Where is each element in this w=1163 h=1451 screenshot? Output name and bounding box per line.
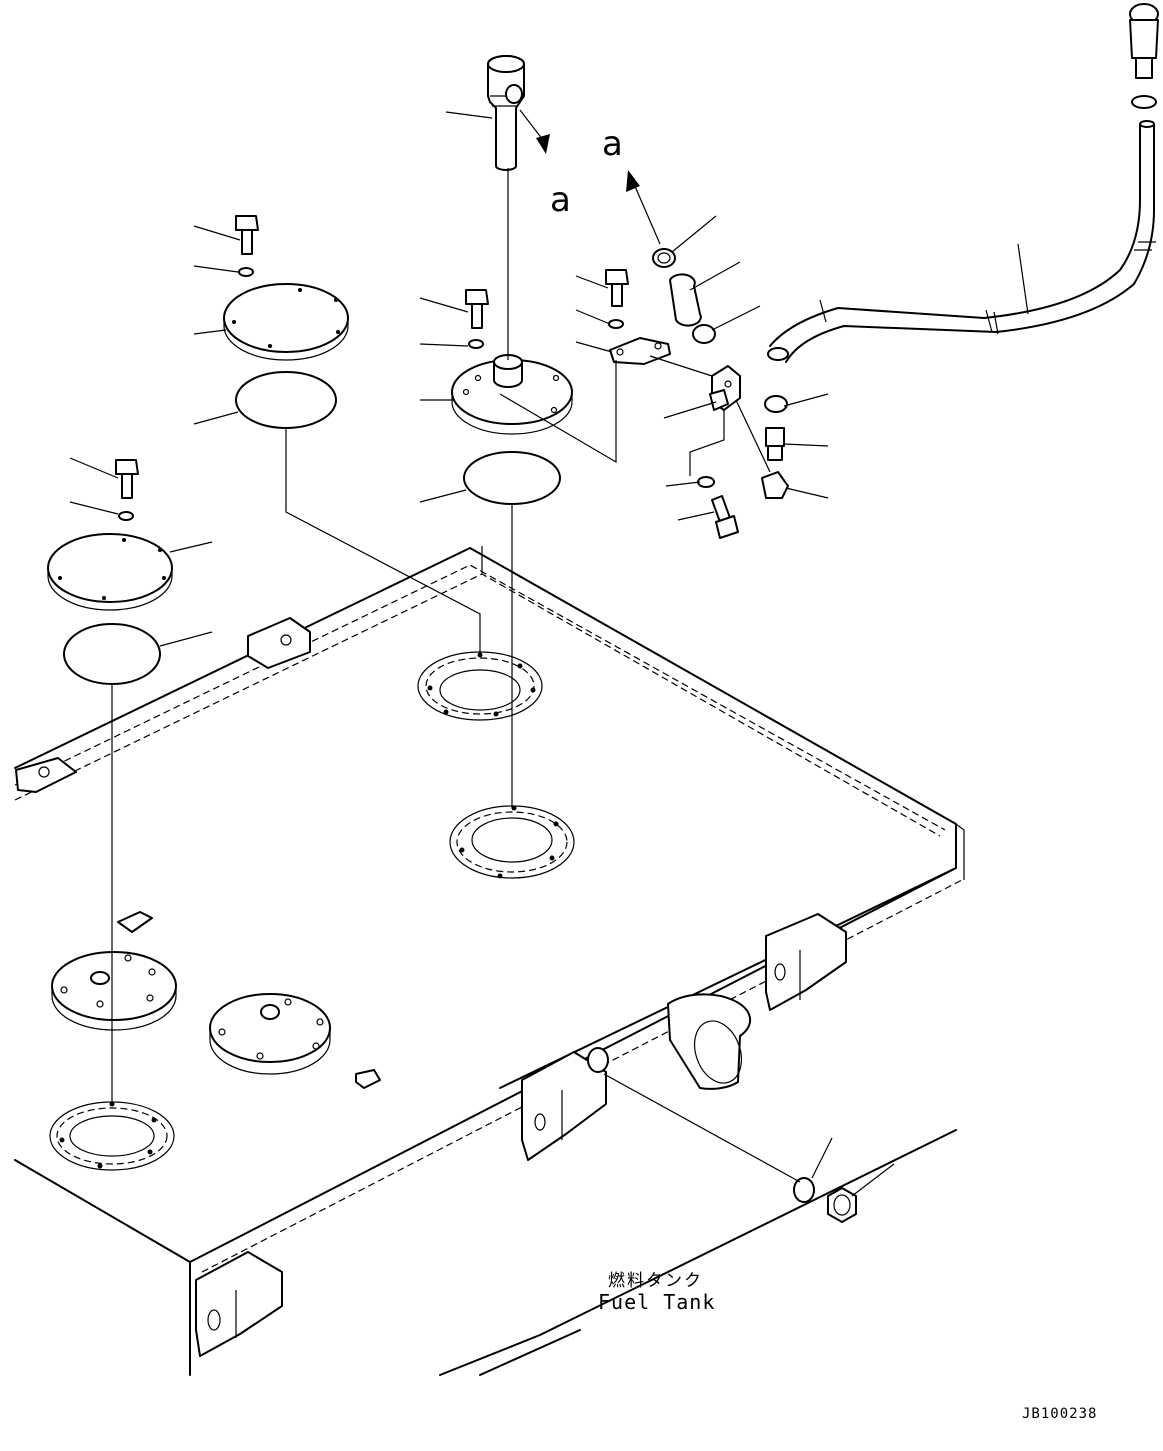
view-arrow-a-top: [626, 170, 661, 245]
breather-valve: [1129, 3, 1159, 109]
tank-bracket-front: [521, 1051, 607, 1161]
tank-bracket-right: [765, 913, 847, 1011]
short-hose: [669, 273, 702, 327]
view-marker-a-top: a: [602, 124, 623, 164]
tank-opening-top-flange: [417, 651, 543, 721]
washer-lower-left: [118, 511, 134, 521]
tank-bracket-left: [15, 757, 77, 793]
washer-center: [468, 339, 484, 349]
view-arrow-a-mid: [519, 109, 550, 154]
bolt-bracket: [605, 269, 629, 307]
hose-clamp-upper: [652, 248, 676, 268]
drain-o-ring: [793, 1177, 815, 1203]
gasket-upper-left: [235, 371, 337, 429]
bolt-center: [465, 289, 489, 329]
installed-cover-mid: [209, 993, 331, 1075]
tank-bracket-top: [247, 617, 311, 669]
tank-opening-lower-flange: [49, 1101, 175, 1171]
hose-connector: [765, 427, 785, 461]
gasket-lower-left: [63, 623, 161, 685]
view-marker-a-mid: a: [550, 180, 571, 220]
bolt-valve: [711, 495, 739, 539]
cover-plate-lower-left: [47, 533, 173, 611]
fuel-hose: [767, 120, 1156, 363]
bolt-lower-left: [115, 459, 139, 499]
assembly-alignment-lines: [111, 168, 801, 1183]
washer-bracket: [608, 319, 624, 329]
tank-drain-port: [587, 993, 752, 1090]
gasket-center: [463, 451, 561, 505]
washer-valve: [697, 476, 715, 488]
cover-plate-upper-left: [223, 283, 349, 361]
drawing-code: JB100238: [1022, 1406, 1098, 1422]
drain-plug: [827, 1187, 857, 1223]
tank-bracket-bottom: [195, 1251, 283, 1357]
cover-plate-center: [451, 354, 573, 435]
level-gauge-unit: [487, 55, 525, 171]
tank-small-fitting: [355, 1069, 381, 1089]
installed-cover-left: [51, 911, 177, 1031]
hose-clamp-right: [764, 395, 788, 413]
valve-block: [709, 365, 741, 411]
tank-opening-center-flange: [449, 805, 575, 879]
bolt-upper-left: [235, 215, 259, 255]
tank-label-japanese: 燃料タンク: [608, 1271, 703, 1291]
washer-upper-left: [238, 267, 254, 277]
callout-leader-lines: [69, 111, 1029, 1197]
tank-label-english: Fuel Tank: [598, 1290, 716, 1314]
hose-clamp-lower: [692, 324, 716, 344]
cap-nut: [761, 471, 789, 499]
